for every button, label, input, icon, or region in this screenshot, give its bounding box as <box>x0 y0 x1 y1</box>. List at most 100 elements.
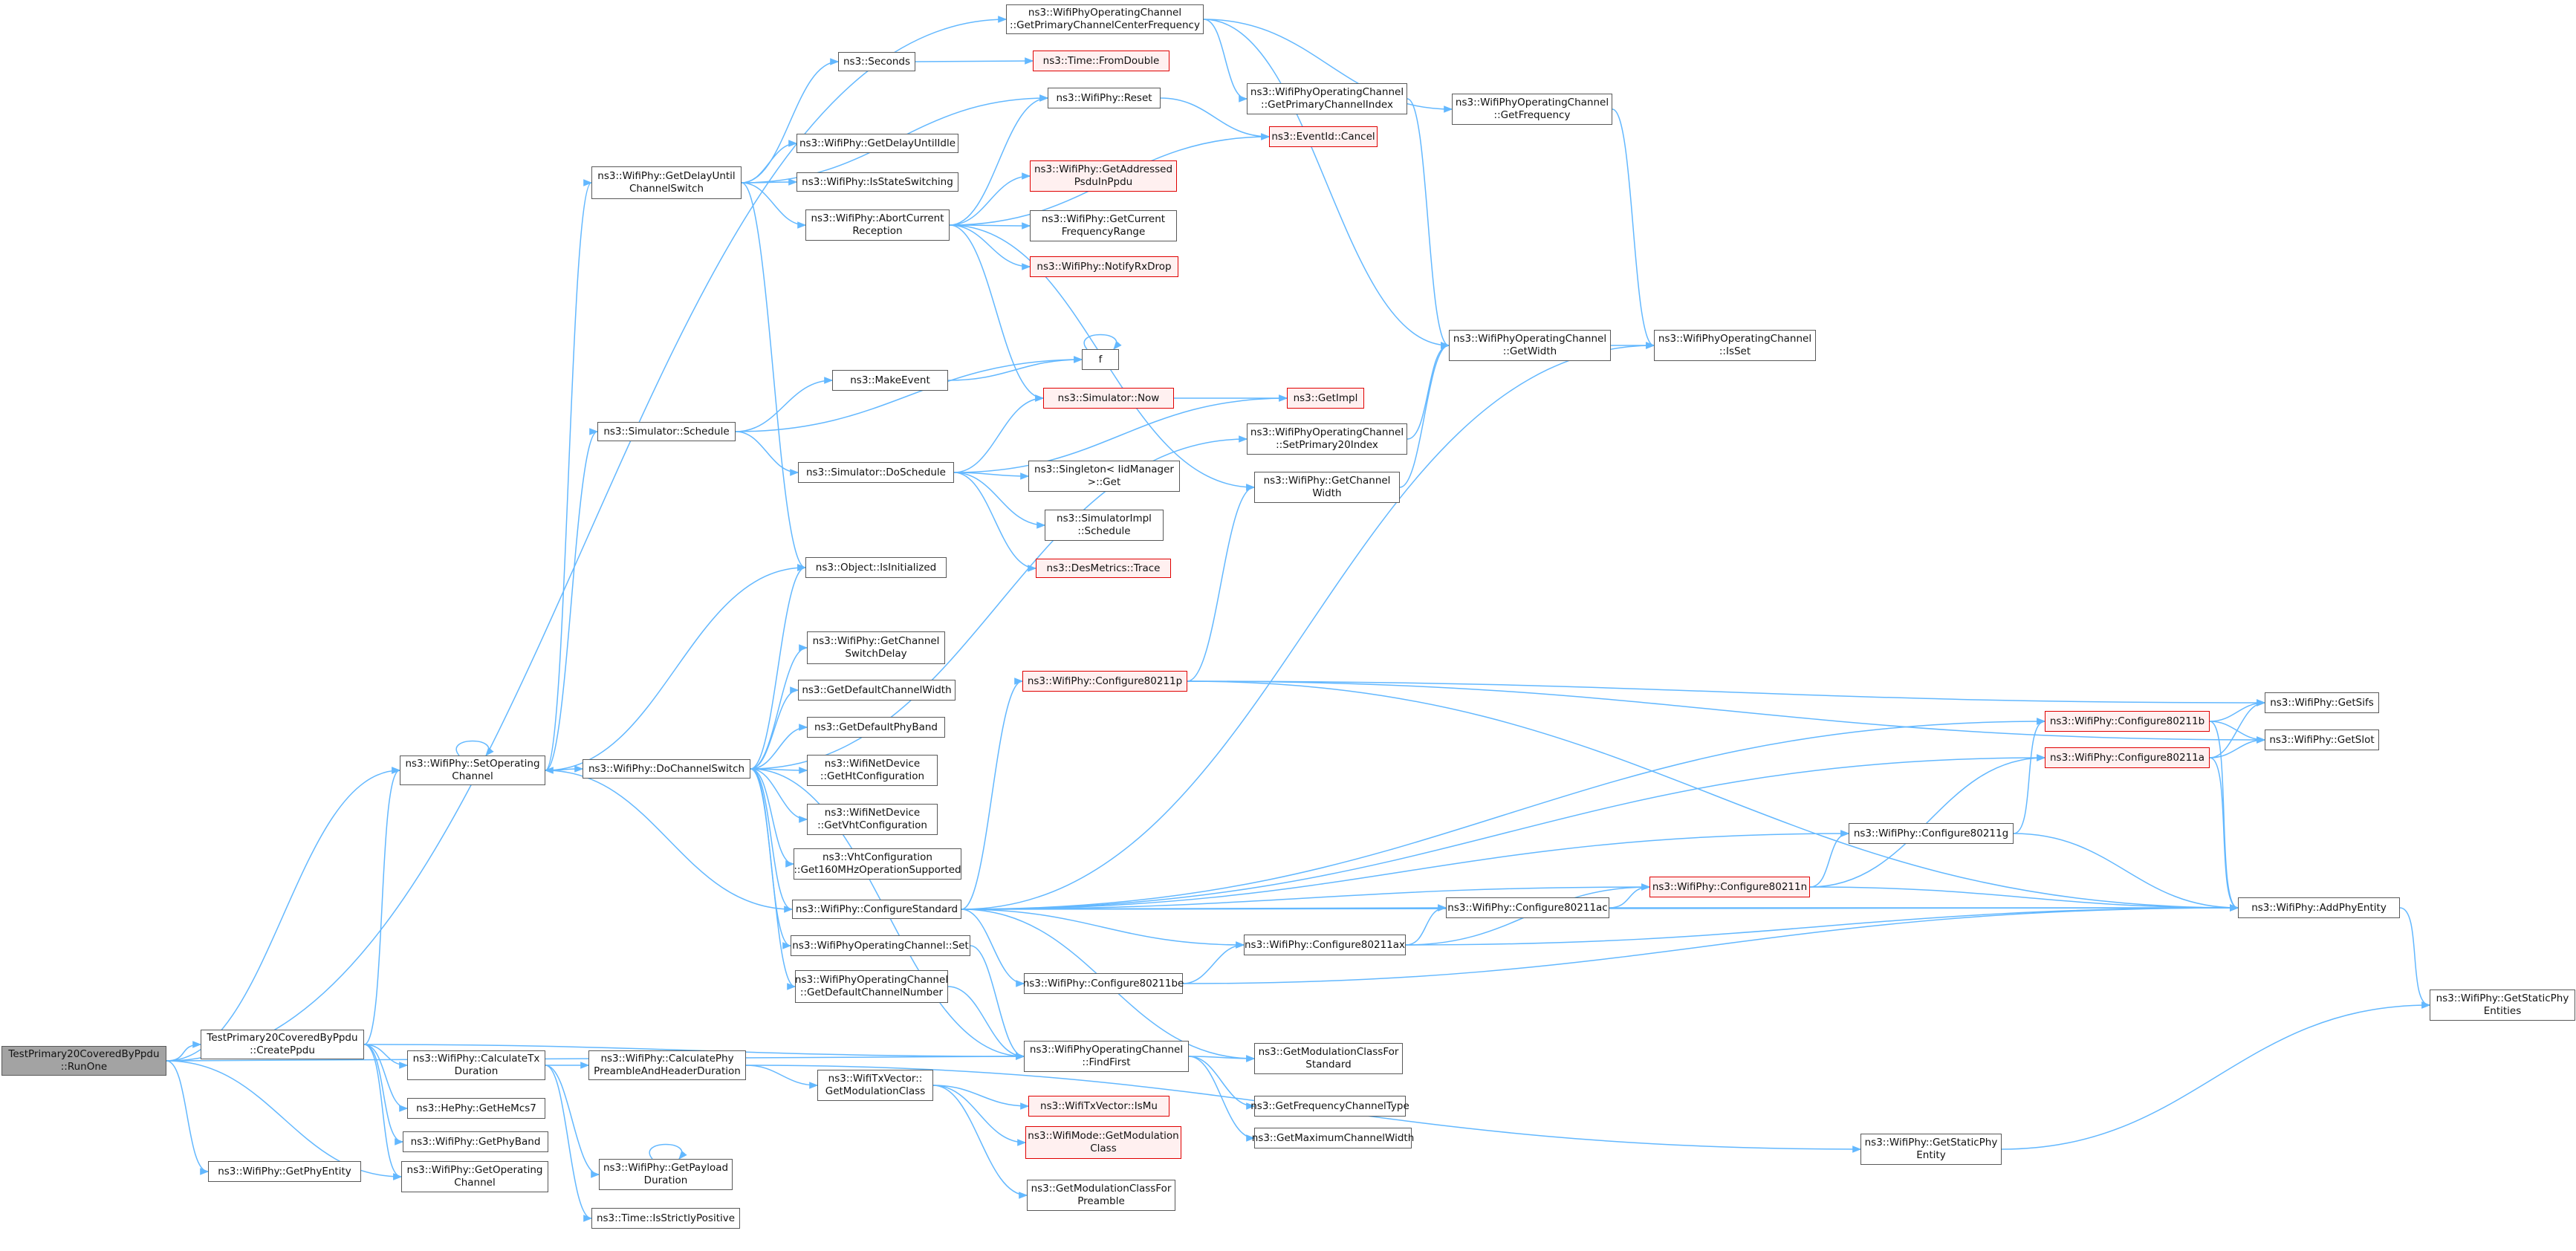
node-opchanset[interactable]: ns3::WifiPhyOperatingChannel::Set <box>791 935 970 956</box>
node-getfreqchanneltype[interactable]: ns3::GetFrequencyChannelType <box>1250 1096 1409 1117</box>
node-simschedule[interactable]: ns3::Simulator::Schedule <box>597 422 736 441</box>
node-label: ns3::WifiPhy::AbortCurrent <box>811 212 944 224</box>
node-setprimary20index[interactable]: ns3::WifiPhyOperatingChannel::SetPrimary… <box>1247 423 1407 455</box>
node-getdefaultchannelnumber[interactable]: ns3::WifiPhyOperatingChannel::GetDefault… <box>795 970 948 1003</box>
node-createppdu[interactable]: TestPrimary20CoveredByPpdu::CreatePpdu <box>201 1030 364 1059</box>
node-label: ns3::MakeEvent <box>850 374 930 386</box>
node-label: ::IsSet <box>1719 345 1751 357</box>
node-getvhtconfig[interactable]: ns3::WifiNetDevice::GetVhtConfiguration <box>807 804 938 835</box>
edge-simschedule-to-doschedule <box>735 431 799 476</box>
node-label: ::GetPrimaryChannelIndex <box>1261 99 1393 111</box>
node-getdefaultchannelwidth[interactable]: ns3::GetDefaultChannelWidth <box>798 680 956 701</box>
node-notifyrxdrop[interactable]: ns3::WifiPhy::NotifyRxDrop <box>1030 256 1178 277</box>
node-label: ns3::GetFrequencyChannelType <box>1250 1099 1409 1112</box>
node-runone[interactable]: TestPrimary20CoveredByPpdu::RunOne <box>1 1046 166 1076</box>
node-desmetrics[interactable]: ns3::DesMetrics::Trace <box>1036 559 1171 578</box>
node-configure80211a[interactable]: ns3::WifiPhy::Configure80211a <box>2045 747 2210 768</box>
node-label: ns3::WifiPhy::GetDelayUntilIdle <box>799 137 956 149</box>
node-configure80211ac[interactable]: ns3::WifiPhy::Configure80211ac <box>1446 897 1609 918</box>
node-reset[interactable]: ns3::WifiPhy::Reset <box>1048 88 1161 108</box>
node-singletonget[interactable]: ns3::Singleton< IidManager>::Get <box>1028 461 1180 492</box>
node-label: ns3::Simulator::Schedule <box>603 425 730 438</box>
node-label: ns3::WifiPhy::ConfigureStandard <box>795 903 958 915</box>
edge-abortcurrent-to-reset <box>949 94 1049 226</box>
node-getimpl[interactable]: ns3::GetImpl <box>1287 388 1364 409</box>
edge-setoperatingchannel-to-setoperatingchannel <box>455 740 494 756</box>
node-isstrictlypositive[interactable]: ns3::Time::IsStrictlyPositive <box>591 1208 740 1229</box>
node-getmodclass[interactable]: ns3::WifiTxVector::GetModulationClass <box>817 1070 933 1101</box>
node-configure80211p[interactable]: ns3::WifiPhy::Configure80211p <box>1022 671 1187 692</box>
node-configure80211ax[interactable]: ns3::WifiPhy::Configure80211ax <box>1244 935 1406 955</box>
node-getphyband[interactable]: ns3::WifiPhy::GetPhyBand <box>403 1131 548 1152</box>
node-label: Duration <box>643 1174 688 1186</box>
node-getprimarycenterfreq[interactable]: ns3::WifiPhyOperatingChannel::GetPrimary… <box>1006 4 1204 34</box>
node-getprimarychannelindex[interactable]: ns3::WifiPhyOperatingChannel::GetPrimary… <box>1247 83 1407 114</box>
node-seconds[interactable]: ns3::Seconds <box>838 52 915 71</box>
node-getdefaultphyband[interactable]: ns3::GetDefaultPhyBand <box>807 717 945 738</box>
node-dochannelswitch[interactable]: ns3::WifiPhy::DoChannelSwitch <box>583 759 750 779</box>
node-makeevent[interactable]: ns3::MakeEvent <box>832 370 948 391</box>
node-eventidcancel[interactable]: ns3::EventId::Cancel <box>1269 126 1378 147</box>
node-configure80211b[interactable]: ns3::WifiPhy::Configure80211b <box>2045 711 2210 732</box>
node-getslot[interactable]: ns3::WifiPhy::GetSlot <box>2265 730 2379 750</box>
node-getsifs[interactable]: ns3::WifiPhy::GetSifs <box>2265 692 2379 713</box>
node-getmaxchannelwidth[interactable]: ns3::GetMaximumChannelWidth <box>1252 1128 1414 1148</box>
node-configure80211n[interactable]: ns3::WifiPhy::Configure80211n <box>1649 877 1810 897</box>
node-findfirst[interactable]: ns3::WifiPhyOperatingChannel::FindFirst <box>1024 1041 1189 1072</box>
node-addphyentity[interactable]: ns3::WifiPhy::AddPhyEntity <box>2238 897 2400 918</box>
edge-getmodclass-to-wifitxvectorismu <box>932 1085 1030 1110</box>
node-label: Channel <box>454 1177 496 1189</box>
edge-setoperatingchannel-to-getdelayuntil <box>545 179 593 771</box>
node-isstateswitching[interactable]: ns3::WifiPhy::IsStateSwitching <box>797 172 958 192</box>
node-opchanisset[interactable]: ns3::WifiPhyOperatingChannel::IsSet <box>1654 330 1816 361</box>
edge-findfirst-to-getfreqchanneltype <box>1188 1056 1256 1110</box>
edge-createppdu-to-setoperatingchannel <box>363 767 401 1045</box>
edge-createppdu-to-gethemcs7 <box>363 1044 409 1112</box>
node-configurestandard[interactable]: ns3::WifiPhy::ConfigureStandard <box>792 900 961 919</box>
node-isinitialized[interactable]: ns3::Object::IsInitialized <box>805 557 947 578</box>
node-opchangetwidth[interactable]: ns3::WifiPhyOperatingChannel::GetWidth <box>1449 330 1611 361</box>
node-label: FrequencyRange <box>1061 226 1146 238</box>
edge-doschedule-to-simimplschedule <box>953 472 1046 529</box>
node-label: ns3::WifiPhy::Configure80211ax <box>1244 938 1406 951</box>
edge-dochannelswitch-to-setprimary20index <box>750 435 1248 770</box>
node-getfrequency[interactable]: ns3::WifiPhyOperatingChannel::GetFrequen… <box>1452 94 1612 125</box>
node-gethemcs7[interactable]: ns3::HePhy::GetHeMcs7 <box>407 1098 545 1119</box>
edge-getprimarycenterfreq-to-getprimarychannelindex <box>1203 19 1248 103</box>
node-label: ::Schedule <box>1077 525 1131 537</box>
node-simimplschedule[interactable]: ns3::SimulatorImpl::Schedule <box>1045 510 1164 541</box>
node-label: ns3::Time::IsStrictlyPositive <box>596 1212 736 1224</box>
node-label: ns3::EventId::Cancel <box>1271 130 1375 143</box>
node-timefromdouble[interactable]: ns3::Time::FromDouble <box>1033 51 1169 71</box>
node-wifitxvectorismu[interactable]: ns3::WifiTxVector::IsMu <box>1028 1096 1169 1117</box>
node-label: ns3::WifiPhy::NotifyRxDrop <box>1036 260 1172 273</box>
node-getdelayuntilidle[interactable]: ns3::WifiPhy::GetDelayUntilIdle <box>797 134 958 153</box>
node-gethtconfig[interactable]: ns3::WifiNetDevice::GetHtConfiguration <box>807 755 938 786</box>
node-simnow[interactable]: ns3::Simulator::Now <box>1043 388 1174 409</box>
edge-configure80211b-to-addphyentity <box>2209 721 2239 912</box>
node-doschedule[interactable]: ns3::Simulator::DoSchedule <box>798 462 954 483</box>
edge-getprimarychannelindex-to-opchangetwidth <box>1407 98 1450 349</box>
node-get160mhz[interactable]: ns3::VhtConfiguration::Get160MHzOperatio… <box>794 848 961 880</box>
node-f[interactable]: f <box>1082 349 1119 370</box>
node-label: ns3::WifiPhy::Configure80211a <box>2049 751 2205 764</box>
node-configure80211g[interactable]: ns3::WifiPhy::Configure80211g <box>1849 823 2014 844</box>
node-configure80211be[interactable]: ns3::WifiPhy::Configure80211be <box>1023 973 1184 994</box>
node-getphyentity[interactable]: ns3::WifiPhy::GetPhyEntity <box>208 1161 361 1182</box>
